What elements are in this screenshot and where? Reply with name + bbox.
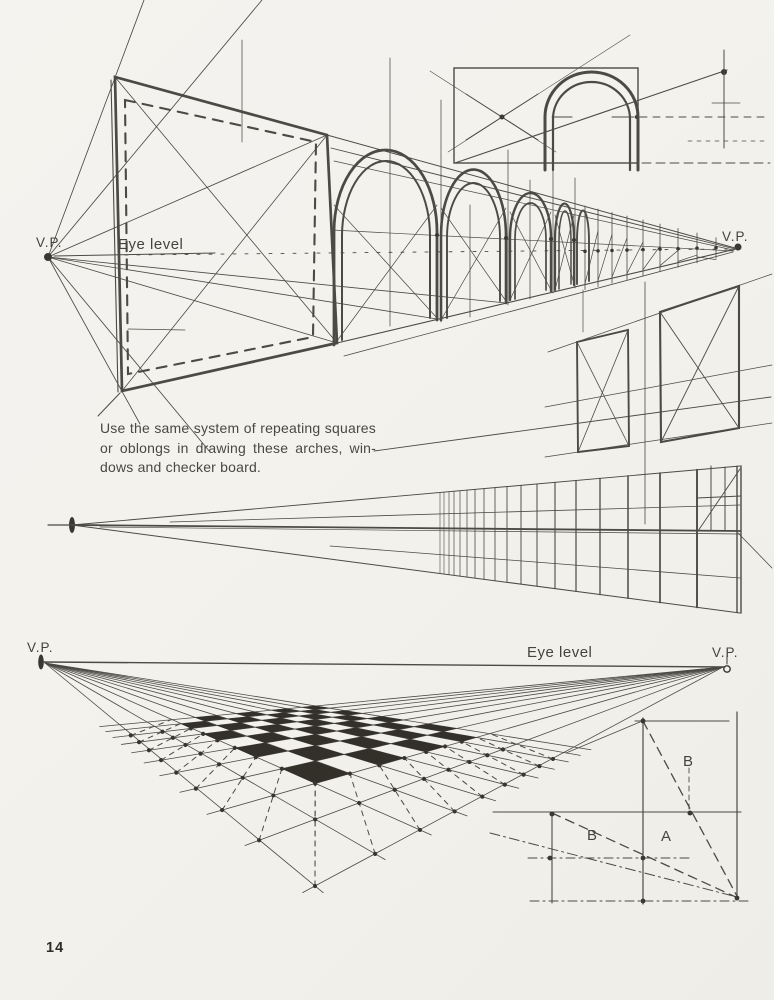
caption-leader-left	[97, 392, 121, 417]
checker-vp-left-label: V.P.	[27, 640, 54, 655]
checker-right-vanishing-point	[723, 665, 731, 673]
checker-eye-level-label: Eye level	[527, 644, 592, 661]
checkerboard-diagram	[38, 654, 731, 894]
checker-left-vanishing-point	[38, 654, 44, 670]
caption-line-1: Use the same system of repeating squares	[100, 420, 376, 436]
left-vanishing-point-dot	[44, 253, 52, 261]
corridor-diagram	[47, 465, 773, 614]
checker-vp-right-label: V.P.	[712, 645, 739, 660]
caption-line-2: or oblongs in drawing these arches, win-	[100, 439, 376, 456]
arcade-diagram	[44, 0, 742, 453]
arcade-vp-left-label: V.P.	[36, 235, 63, 250]
caption-line-3: dows and checker board.	[100, 459, 262, 475]
division-label-b-left: B	[587, 827, 597, 844]
windows-pair	[544, 273, 773, 525]
caption-leader-right	[373, 396, 772, 452]
square-division-diagram	[489, 711, 750, 905]
division-label-a: A	[661, 828, 671, 845]
arcade-vp-right-label: V.P.	[722, 229, 749, 244]
arcade-spacing-ticks	[583, 205, 718, 291]
caption: Use the same system of repeating squares…	[100, 419, 376, 478]
page-number: 14	[46, 940, 65, 956]
arch-row	[332, 148, 590, 347]
arch-elevation-inset	[429, 34, 771, 172]
division-label-b-top: B	[683, 753, 693, 770]
arcade-eye-level-label: Eye level	[118, 236, 183, 253]
